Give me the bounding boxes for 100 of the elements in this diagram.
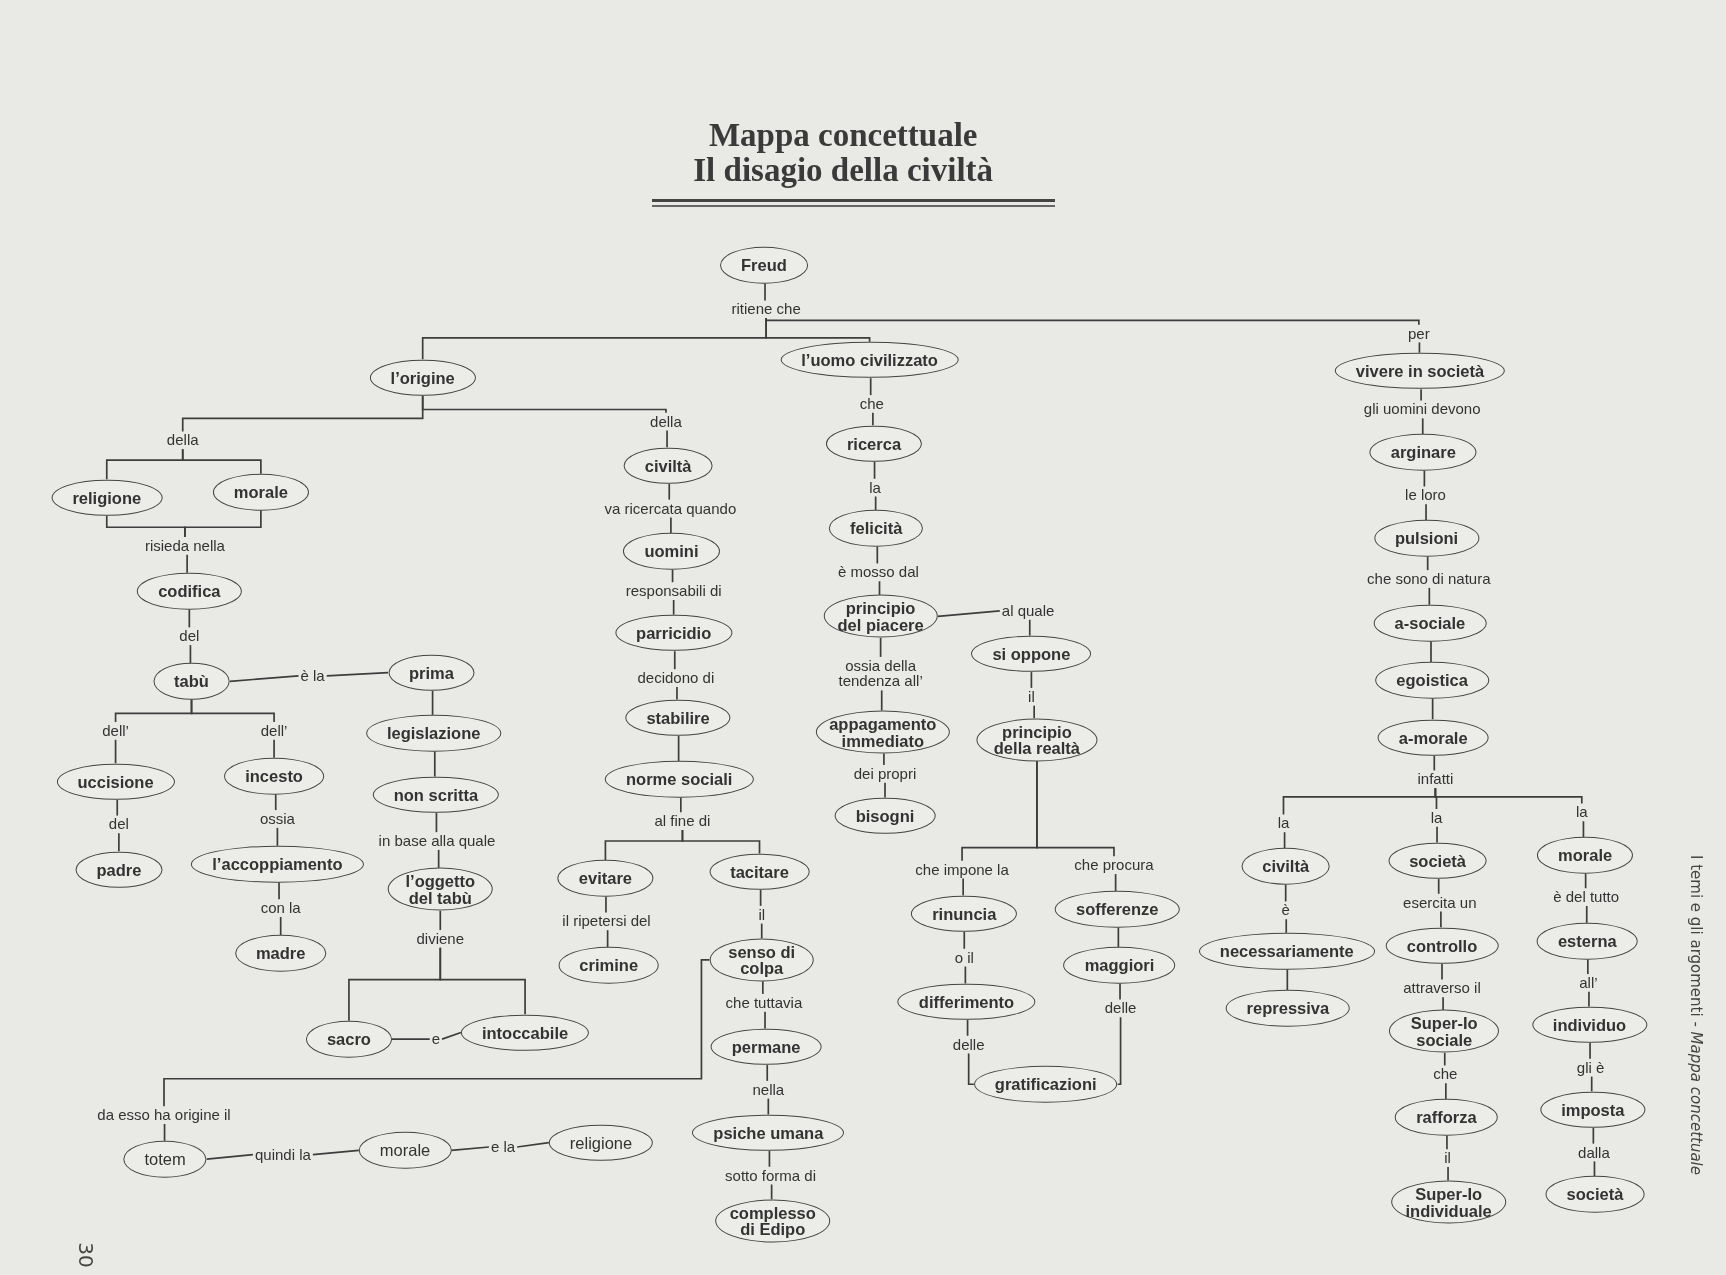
linking-phrase: delle [1102, 999, 1139, 1018]
connector-line [1590, 1075, 1593, 1093]
concept-ellipse: morale [1537, 837, 1634, 874]
linking-phrase: le loro [1403, 486, 1448, 505]
concept-ellipse: norme sociali [605, 761, 754, 798]
concept-ellipse: l’accoppiamento [191, 845, 364, 883]
connector-line [181, 448, 262, 475]
linking-phrase: all’ [1577, 974, 1600, 992]
concept-ellipse: sofferenze [1055, 890, 1180, 928]
connector-line [761, 980, 764, 995]
concept-ellipse: controllo [1385, 927, 1499, 964]
connector-line [1446, 1134, 1448, 1150]
linking-phrase: ossia della tendenza all’ [831, 656, 930, 691]
concept-ellipse: appagamento immediato [815, 710, 950, 754]
connector-line [1447, 1166, 1449, 1182]
linking-phrase: è mosso dal [835, 563, 921, 582]
concept-ellipse: padre [75, 851, 163, 888]
connector-line [670, 516, 672, 535]
connector-line [163, 959, 711, 1108]
linking-phrase: il [1026, 687, 1037, 706]
connector-line [450, 1146, 490, 1152]
concept-ellipse: sacro [305, 1020, 392, 1058]
connector-line [606, 929, 609, 948]
linking-phrase: che [857, 395, 886, 413]
connector-line [937, 610, 1001, 618]
concept-ellipse: madre [234, 935, 327, 972]
concept-ellipse: arginare [1369, 434, 1477, 471]
linking-phrase: sotto forma di [723, 1166, 818, 1185]
concept-ellipse: evitare [557, 860, 653, 897]
connector-line [439, 946, 526, 1016]
linking-phrase: gli è [1574, 1058, 1607, 1077]
connector-line [681, 829, 761, 855]
concept-ellipse: bisogni [834, 797, 936, 834]
connector-line [421, 394, 667, 414]
concept-ellipse: rinuncia [911, 895, 1018, 932]
connector-line [765, 317, 1420, 326]
connector-line [435, 812, 438, 833]
concept-ellipse: Freud [720, 247, 808, 284]
connector-line [1582, 820, 1585, 838]
concept-ellipse: ricerca [825, 425, 923, 462]
connector-line [114, 738, 117, 765]
connector-line [1117, 926, 1120, 948]
concept-ellipse: a-morale [1377, 719, 1489, 756]
concept-ellipse: repressiva [1225, 990, 1351, 1027]
connector-line [677, 735, 680, 762]
running-header: I temi e gli argomenti - Mappa concettuale [1687, 854, 1706, 1175]
connector-line [1433, 754, 1436, 772]
concept-ellipse: religione [548, 1124, 654, 1161]
concept-ellipse: esterna [1536, 922, 1638, 960]
connector-line [666, 429, 668, 449]
connector-line [760, 922, 763, 940]
connector-line [668, 483, 671, 501]
connector-line [441, 1031, 462, 1040]
connector-line [1285, 918, 1288, 934]
connector-line [884, 781, 886, 799]
connector-line [605, 895, 607, 914]
concept-ellipse: totem [123, 1140, 207, 1178]
concept-ellipse: differimento [897, 983, 1036, 1020]
concept-ellipse: l’oggetto del tabù [388, 867, 493, 911]
concept-ellipse: tacitare [709, 853, 810, 891]
connector-line [967, 1052, 975, 1086]
concept-ellipse: si oppone [971, 635, 1092, 673]
linking-phrase: che tuttavia [723, 993, 805, 1012]
concept-ellipse: imposta [1540, 1091, 1646, 1128]
connector-line [874, 495, 877, 511]
connector-line [1425, 503, 1427, 521]
connector-line [1442, 996, 1444, 1011]
connector-line [1443, 1052, 1446, 1067]
linking-phrase: decidono di [635, 669, 717, 687]
connector-line [872, 412, 874, 427]
concept-ellipse: intoccabile [460, 1014, 590, 1051]
linking-phrase: da esso ha origine il [95, 1106, 233, 1124]
concept-ellipse: religione [51, 479, 163, 516]
concept-ellipse: parricidio [615, 614, 733, 652]
connector-line [878, 580, 881, 596]
connector-line [1441, 962, 1443, 981]
concept-ellipse: civiltà [623, 447, 713, 484]
concept-ellipse: tabù [153, 663, 230, 700]
page-number: 30 [73, 1242, 98, 1268]
concept-ellipse: gratificazioni [973, 1066, 1118, 1103]
concept-ellipse: legislazione [365, 714, 502, 752]
concept-ellipse: felicità [829, 510, 924, 547]
connector-line [186, 554, 188, 574]
linking-phrase: il ripetersi del [560, 912, 653, 931]
linking-phrase: o il [952, 948, 976, 967]
concept-ellipse: civiltà [1241, 848, 1331, 885]
linking-phrase: la [1275, 814, 1292, 833]
linking-phrase: è del tutto [1551, 888, 1622, 906]
connector-line [879, 637, 882, 658]
linking-phrase: la [867, 478, 883, 497]
linking-phrase: la [1573, 803, 1590, 822]
connector-line [676, 686, 678, 701]
concept-ellipse: complesso di Edipo [714, 1199, 831, 1243]
concept-ellipse: società [1545, 1176, 1645, 1213]
concept-ellipse: morale [358, 1132, 452, 1169]
connector-line [1434, 787, 1583, 805]
connector-line [1283, 831, 1286, 849]
connector-line [274, 793, 277, 811]
concept-ellipse: a-sociale [1373, 604, 1487, 642]
connector-line [1431, 697, 1434, 721]
